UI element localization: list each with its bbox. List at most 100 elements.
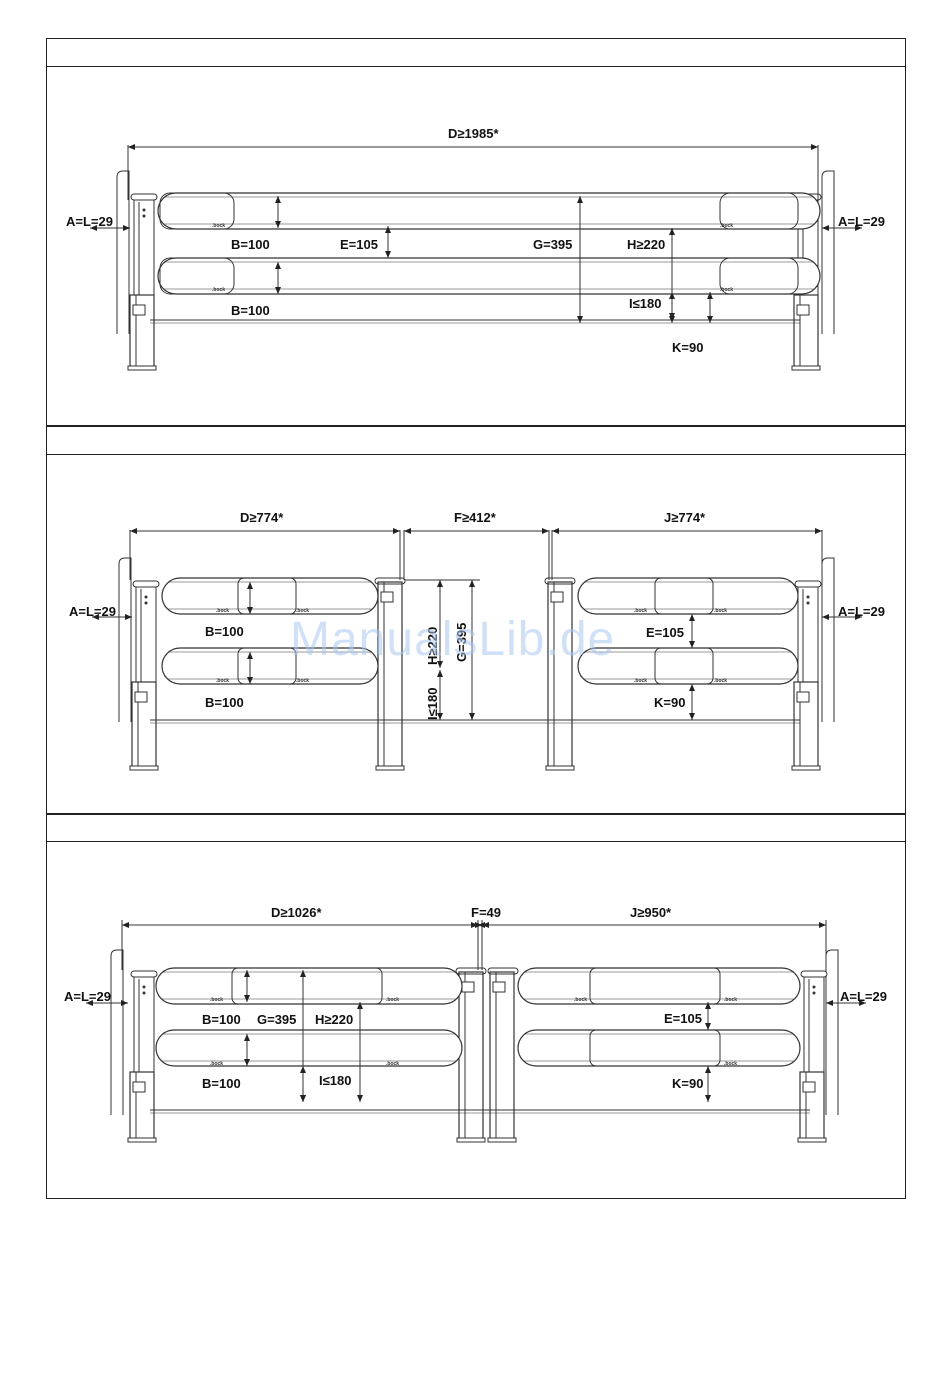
panel3-header <box>46 814 906 842</box>
brand-logo: .bock <box>386 1061 399 1067</box>
p3-post-mid-left-foot <box>456 1137 486 1143</box>
p1-label-h: H≥220 <box>627 237 665 252</box>
p2-base-left-bracket <box>134 691 148 703</box>
p1-label-k: K=90 <box>672 340 703 355</box>
p2-mid-ll <box>237 647 297 685</box>
p3-label-i: I≤180 <box>319 1073 351 1088</box>
p2-label-b-top: B=100 <box>205 624 244 639</box>
brand-logo: .bock <box>216 678 229 684</box>
p2-column-right-cap <box>794 580 822 588</box>
p3-label-b-top: B=100 <box>202 1012 241 1027</box>
p2-post-cap-r <box>544 577 576 585</box>
p3-column-left-hole <box>142 985 146 989</box>
watermark: ManualsLib.de <box>290 613 616 666</box>
p2-tube-ur <box>577 577 799 615</box>
p1-base-right-bracket <box>796 304 810 316</box>
p2-label-g: G=395 <box>454 623 469 662</box>
p1-footboard <box>821 170 835 334</box>
p3-headboard <box>110 949 124 1115</box>
p1-label-g: G=395 <box>533 237 572 252</box>
p3-footboard <box>825 949 839 1115</box>
p3-column-left-hole <box>142 991 146 995</box>
p3-post-mid-left <box>458 971 484 1141</box>
brand-logo: .bock <box>212 287 225 293</box>
p2-base-left-foot <box>129 765 159 771</box>
p2-label-j: J≥774* <box>664 510 706 525</box>
p1-sleeve-lr <box>719 257 799 295</box>
p1-tube-upper <box>157 192 821 230</box>
p3-column-left-cap <box>130 970 158 978</box>
p3-post-mid-left-bracket <box>461 981 475 993</box>
p3-column-right-cap <box>800 970 828 978</box>
p2-post-mid-left <box>377 581 403 769</box>
p1-column-left-hole <box>142 208 146 212</box>
p3-label-k: K=90 <box>672 1076 703 1091</box>
p3-label-d: D≥1026* <box>271 905 322 920</box>
p2-label-al-left: A=L=29 <box>69 604 116 619</box>
p2-post-mid-left-foot <box>375 765 405 771</box>
p3-label-f: F=49 <box>471 905 501 920</box>
panel2-labels: D≥774* F≥412* J≥774* A=L=29 A=L=29 B=100… <box>69 510 885 720</box>
p3-label-al-right: A=L=29 <box>840 989 887 1004</box>
p2-column-right-hole <box>806 595 810 599</box>
brand-logo: .bock <box>720 287 733 293</box>
p2-tube-ul <box>161 577 379 615</box>
p3-post-cap-l <box>455 967 487 975</box>
p3-mid-ur <box>589 967 721 1005</box>
p2-label-h: H≥220 <box>425 627 440 665</box>
panel3-frame <box>46 841 906 1199</box>
p2-label-i: I≤180 <box>425 688 440 720</box>
p1-base-left-foot <box>127 365 157 371</box>
p3-tube-ul <box>155 967 463 1005</box>
p1-base-right-foot <box>791 365 821 371</box>
p3-label-g: G=395 <box>257 1012 296 1027</box>
p3-label-al-left: A=L=29 <box>64 989 111 1004</box>
p1-sleeve-ul <box>159 192 235 230</box>
p2-base-right-bracket <box>796 691 810 703</box>
p2-label-e: E=105 <box>646 625 684 640</box>
panel3-labels: D≥1026* F=49 J≥950* A=L=29 A=L=29 B=100 … <box>64 905 887 1091</box>
p1-label-al-left: A=L=29 <box>66 214 113 229</box>
p3-mid-ul <box>231 967 383 1005</box>
brand-logo: .bock <box>296 678 309 684</box>
p2-mid-ur <box>654 577 714 615</box>
p3-base-right-foot <box>797 1137 827 1143</box>
p3-post-mid-right <box>489 971 515 1141</box>
panel1-frame <box>46 66 906 426</box>
p3-column-right <box>803 974 825 1078</box>
p1-column-left-cap <box>130 193 158 201</box>
brand-logo: .bock <box>386 997 399 1003</box>
brand-logo: .bock <box>634 678 647 684</box>
p1-label-i: I≤180 <box>629 296 661 311</box>
p2-post-mid-left-bracket <box>380 591 394 603</box>
p1-base-left-bracket <box>132 304 146 316</box>
p3-base-right-bracket <box>802 1081 816 1093</box>
p2-label-al-right: A=L=29 <box>838 604 885 619</box>
p2-post-mid-right <box>547 581 573 769</box>
p3-post-cap-r <box>487 967 519 975</box>
p2-column-left-cap <box>132 580 160 588</box>
p3-label-b-bottom: B=100 <box>202 1076 241 1091</box>
p2-column-right-hole <box>806 601 810 605</box>
p1-column-left <box>133 197 155 301</box>
p2-base-right-foot <box>791 765 821 771</box>
p2-label-d: D≥774* <box>240 510 284 525</box>
p2-post-mid-right-foot <box>545 765 575 771</box>
p1-headboard <box>116 170 130 334</box>
p3-tube-lr <box>517 1029 801 1067</box>
p2-label-f: F≥412* <box>454 510 497 525</box>
p2-mid-lr <box>654 647 714 685</box>
p3-column-left <box>133 974 155 1078</box>
p2-column-left-hole <box>144 601 148 605</box>
brand-logo: .bock <box>210 1061 223 1067</box>
p2-post-cap-l <box>374 577 406 585</box>
p1-label-e: E=105 <box>340 237 378 252</box>
p1-sleeve-ll <box>159 257 235 295</box>
brand-logo: .bock <box>720 223 733 229</box>
brand-logo: .bock <box>210 997 223 1003</box>
p1-label-d: D≥1985* <box>448 126 499 141</box>
p2-footboard <box>821 557 835 722</box>
brand-logo: .bock <box>714 678 727 684</box>
panel1-labels: D≥1985* A=L=29 A=L=29 B=100 E=105 G=395 … <box>66 126 885 355</box>
